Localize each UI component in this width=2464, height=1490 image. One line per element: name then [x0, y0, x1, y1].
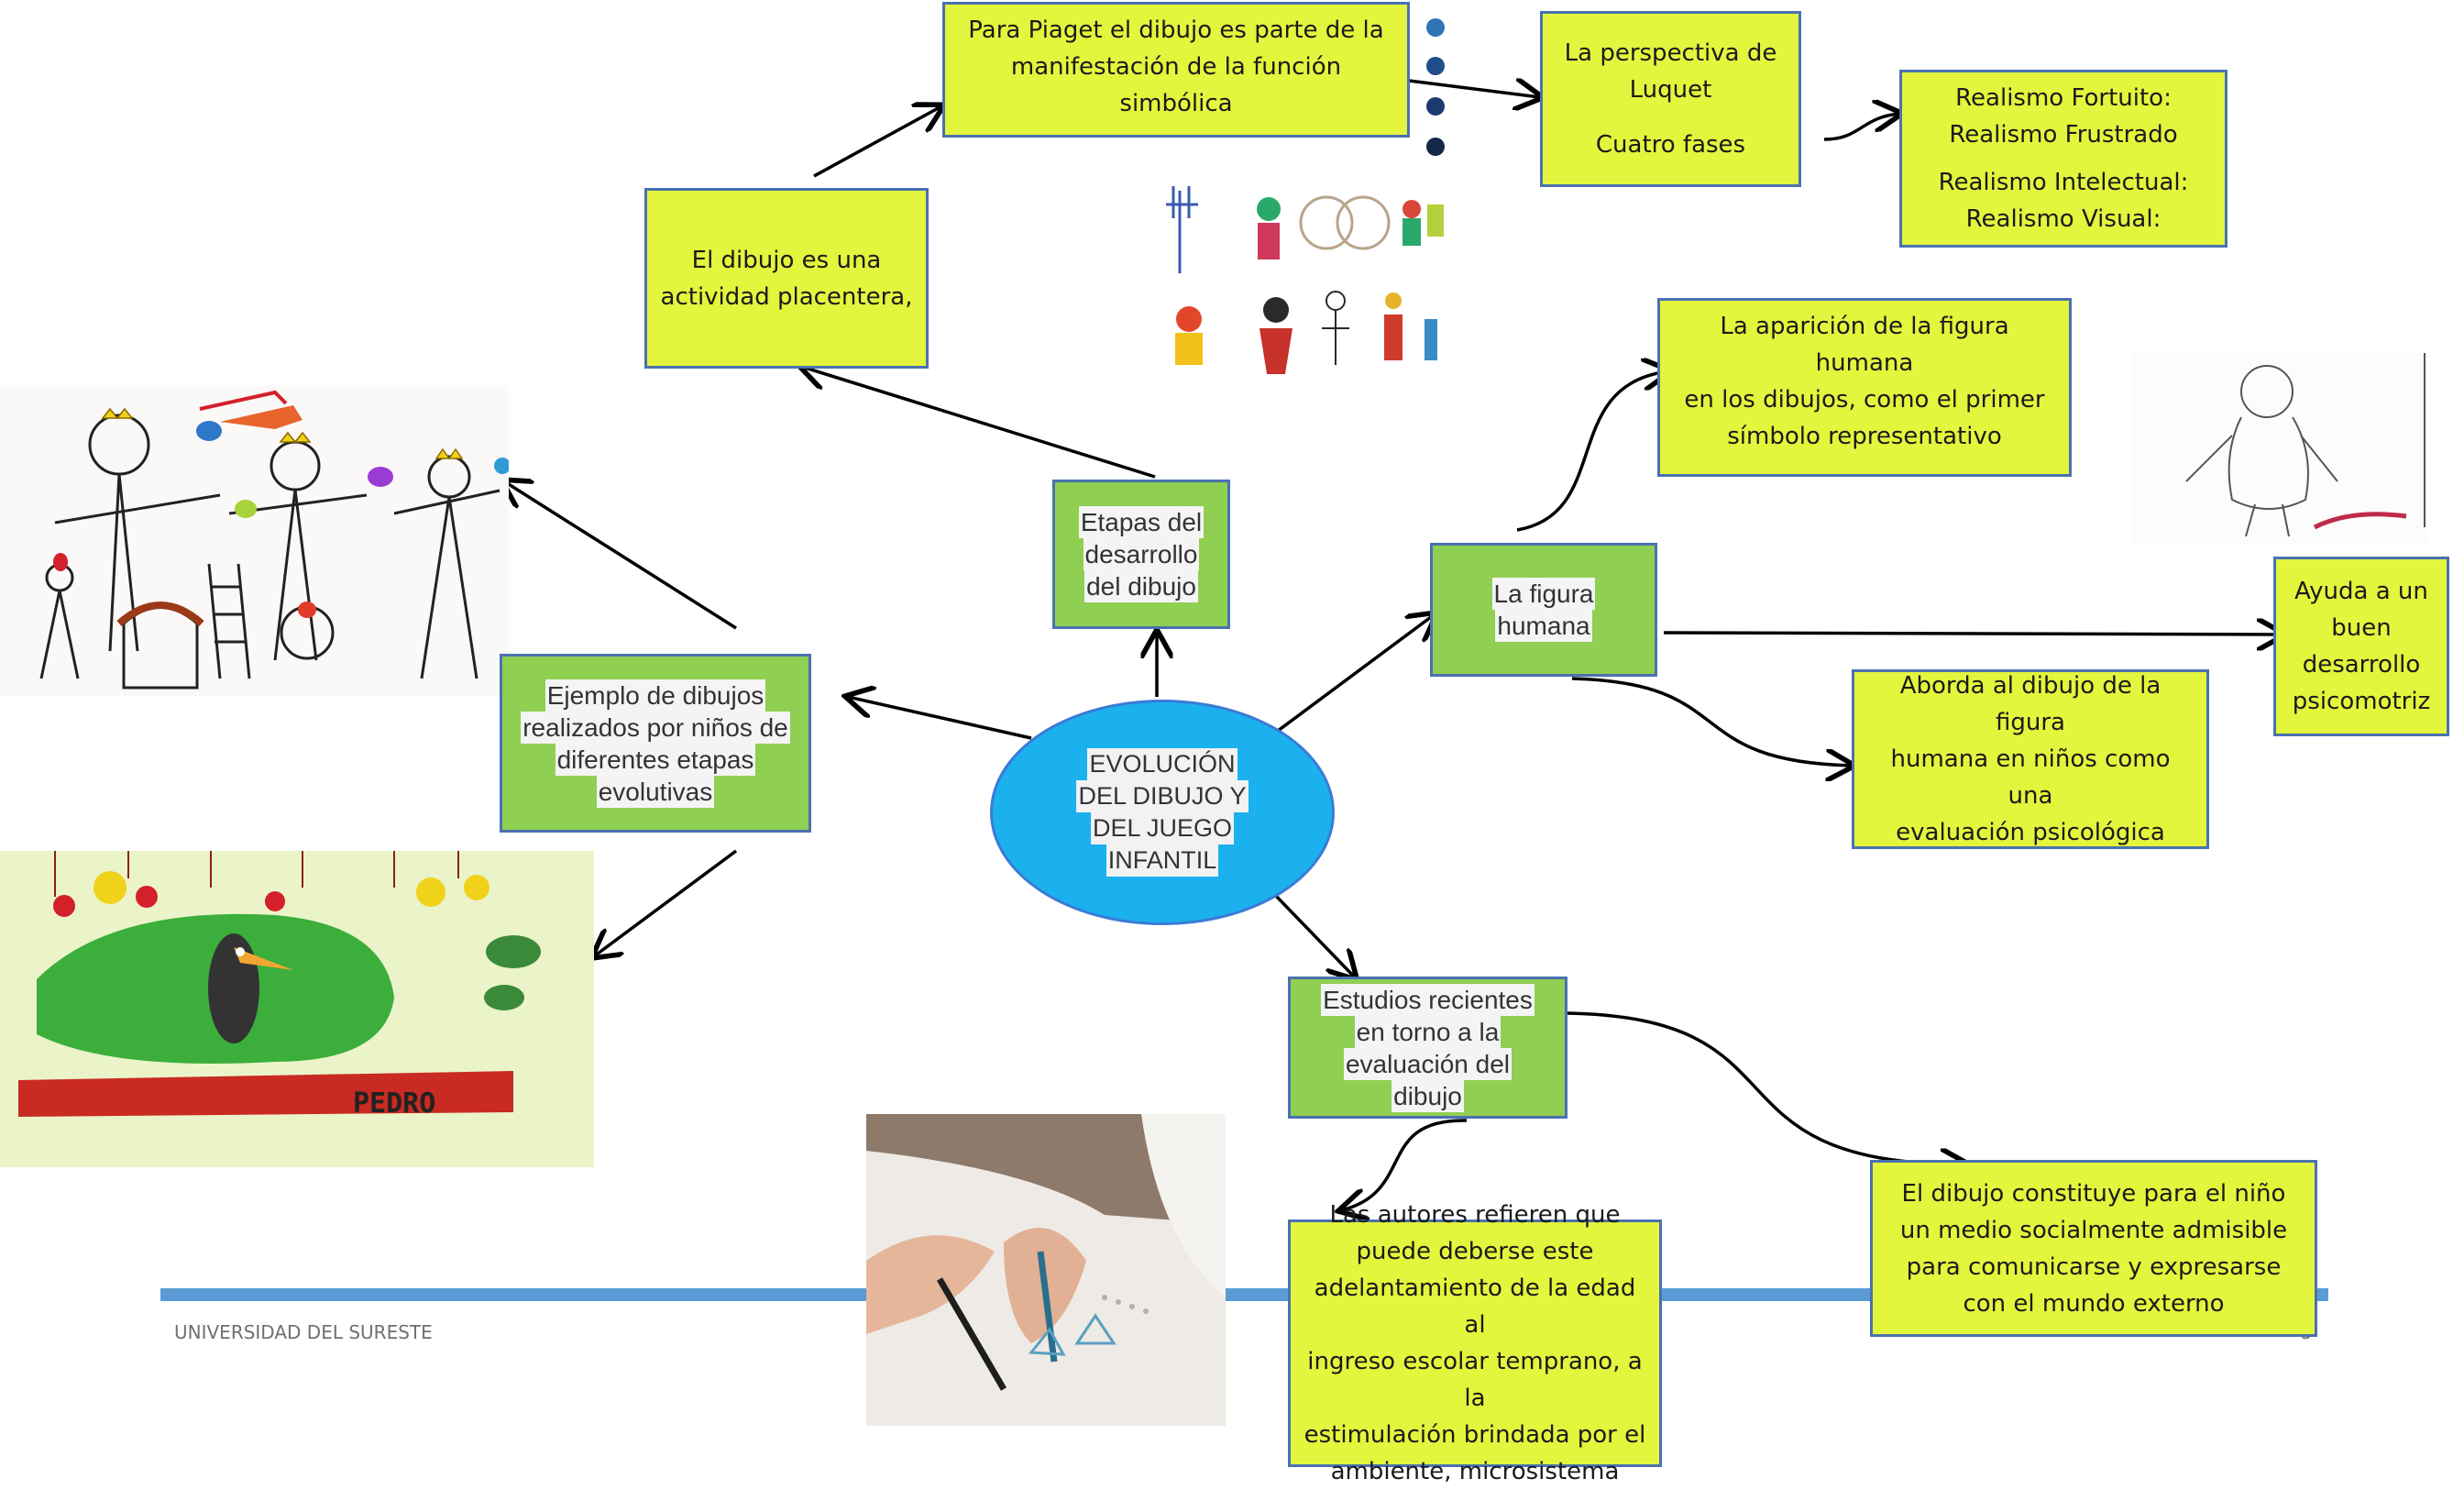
luquet-line-2: Luquet [1629, 76, 1712, 104]
medio-box: El dibujo constituye para el niño un med… [1870, 1160, 2317, 1337]
autores-line-6: ambiente, microsistema [1330, 1458, 1620, 1485]
aparicion-box: La aparición de la figura humana en los … [1657, 298, 2072, 477]
aborda-line-2: humana en niños como una [1890, 745, 2171, 810]
autores-box: Las autores refieren que puede deberse e… [1288, 1201, 1662, 1485]
arrow-figura-to-aborda [1571, 677, 1852, 766]
arrow-estudios-to-autores [1341, 1119, 1468, 1210]
arrow-piaget-to-luquet [1408, 81, 1540, 97]
estudios-line-4: dibujo [1392, 1081, 1464, 1110]
ejemplo-box: Ejemplo de dibujos realizados por niños … [500, 654, 811, 833]
psicomotriz-line-2: buen [2331, 614, 2392, 642]
ejemplo-line-3: diferentes etapas [555, 745, 756, 774]
human-figure-sketch [2131, 353, 2426, 546]
central-topic-ellipse: EVOLUCIÓN DEL DIBUJO Y DEL JUEGO INFANTI… [990, 700, 1335, 925]
realismo-intelectual: Realismo Intelectual: [1938, 169, 2189, 196]
etapas-line-1: Etapas del [1078, 508, 1204, 536]
estudios-line-2: en torno a la [1354, 1017, 1502, 1046]
realismo-fortuito: Realismo Fortuito: [1955, 84, 2172, 112]
aborda-line-3: evaluación psicológica [1896, 819, 2165, 846]
central-line-1: EVOLUCIÓN [1087, 748, 1238, 780]
estudios-box: Estudios recientes en torno a la evaluac… [1288, 977, 1568, 1119]
aborda-line-1: Aborda al dibujo de la figura [1899, 672, 2162, 736]
piaget-box: Para Piaget el dibujo es parte de la man… [942, 2, 1410, 138]
arrow-figura-to-psicomotriz [1663, 633, 2282, 635]
pedro-signature: PEDRO [353, 1087, 435, 1120]
ejemplo-line-4: evolutivas [596, 777, 715, 806]
realismo-visual: Realismo Visual: [1965, 205, 2162, 233]
figura-line-1: La figura [1491, 579, 1596, 608]
piaget-line-1: Para Piaget el dibujo es parte de la [968, 17, 1384, 44]
ejemplo-line-2: realizados por niños de [521, 712, 790, 742]
figura-line-2: humana [1495, 612, 1592, 640]
psicomotriz-box: Ayuda a un buen desarrollo psicomotriz [2273, 557, 2449, 736]
estudios-line-3: evaluación del [1343, 1049, 1512, 1078]
arrow-central-to-estudios [1272, 892, 1355, 977]
aparicion-line-1: La aparición de la figura humana [1720, 313, 2009, 377]
arrow-ejemplo-to-drawing2 [594, 849, 738, 956]
bullet-dot [1426, 18, 1445, 37]
central-line-4: INFANTIL [1106, 844, 1219, 877]
children-stick-figures-drawing [0, 385, 509, 697]
bullet-dot [1426, 57, 1445, 75]
aparicion-line-2: en los dibujos, como el primer [1684, 386, 2045, 414]
etapas-box: Etapas del desarrollo del dibujo [1052, 480, 1230, 629]
psicomotriz-line-1: Ayuda a un [2294, 578, 2428, 605]
child-drawings-grid [1157, 182, 1459, 383]
etapas-line-3: del dibujo [1084, 572, 1198, 601]
etapas-line-2: desarrollo [1083, 540, 1200, 568]
luquet-box: La perspectiva de Luquet Cuatro fases [1540, 11, 1801, 187]
arrow-ejemplo-to-drawing1 [504, 481, 737, 630]
medio-line-1: El dibujo constituye para el niño [1901, 1179, 2286, 1208]
medio-line-2: un medio socialmente admisible [1899, 1216, 2288, 1244]
psicomotriz-line-3: desarrollo [2302, 651, 2421, 679]
arrow-central-to-figura [1272, 614, 1435, 735]
arrow-estudios-to-medio [1567, 1011, 1966, 1164]
hands-drawing-photo [866, 1114, 1226, 1426]
autores-line-5: estimulación brindada por el [1304, 1421, 1646, 1449]
luquet-fases: Cuatro fases [1595, 131, 1746, 159]
estudios-line-1: Estudios recientes [1321, 985, 1534, 1014]
autores-line-1: Las autores refieren que [1329, 1201, 1621, 1229]
autores-line-3: adelantamiento de la edad al [1314, 1275, 1636, 1339]
realismo-frustrado: Realismo Frustrado [1949, 121, 2178, 149]
medio-line-4: con el mundo externo [1963, 1289, 2225, 1318]
autores-line-2: puede deberse este [1356, 1238, 1594, 1265]
autores-line-4: ingreso escolar temprano, a la [1307, 1348, 1643, 1412]
footer-bar [160, 1288, 2328, 1301]
footer-university: UNIVERSIDAD DEL SURESTE [174, 1321, 433, 1343]
bullet-dot [1426, 138, 1445, 156]
central-line-2: DEL DIBUJO Y [1076, 780, 1248, 812]
medio-line-3: para comunicarse y expresarse [1906, 1253, 2282, 1281]
central-line-3: DEL JUEGO [1090, 812, 1235, 844]
arrow-central-to-ejemplo [848, 697, 1032, 740]
piaget-line-2: manifestación de la función simbólica [1010, 53, 1342, 117]
luquet-line-1: La perspectiva de [1564, 39, 1777, 67]
placentera-line-1: El dibujo es una [691, 246, 882, 274]
figura-humana-box: La figura humana [1430, 543, 1657, 677]
ejemplo-line-1: Ejemplo de dibujos [544, 680, 766, 710]
arrow-luquet-to-realismo [1823, 114, 1899, 141]
bullet-dot [1426, 97, 1445, 116]
aparicion-line-3: símbolo representativo [1727, 423, 2002, 450]
arrow-etapas-to-placentera [802, 367, 1156, 479]
arrow-figura-to-aparicion [1516, 371, 1668, 532]
aborda-box: Aborda al dibujo de la figura humana en … [1852, 669, 2209, 849]
arrow-placentera-to-piaget [813, 106, 941, 178]
toucan-colored-drawing: PEDRO [0, 851, 594, 1167]
psicomotriz-line-4: psicomotriz [2292, 688, 2431, 715]
realismo-box: Realismo Fortuito: Realismo Frustrado Re… [1899, 70, 2228, 248]
placentera-box: El dibujo es una actividad placentera, [644, 188, 929, 369]
placentera-line-2: actividad placentera, [660, 282, 913, 311]
